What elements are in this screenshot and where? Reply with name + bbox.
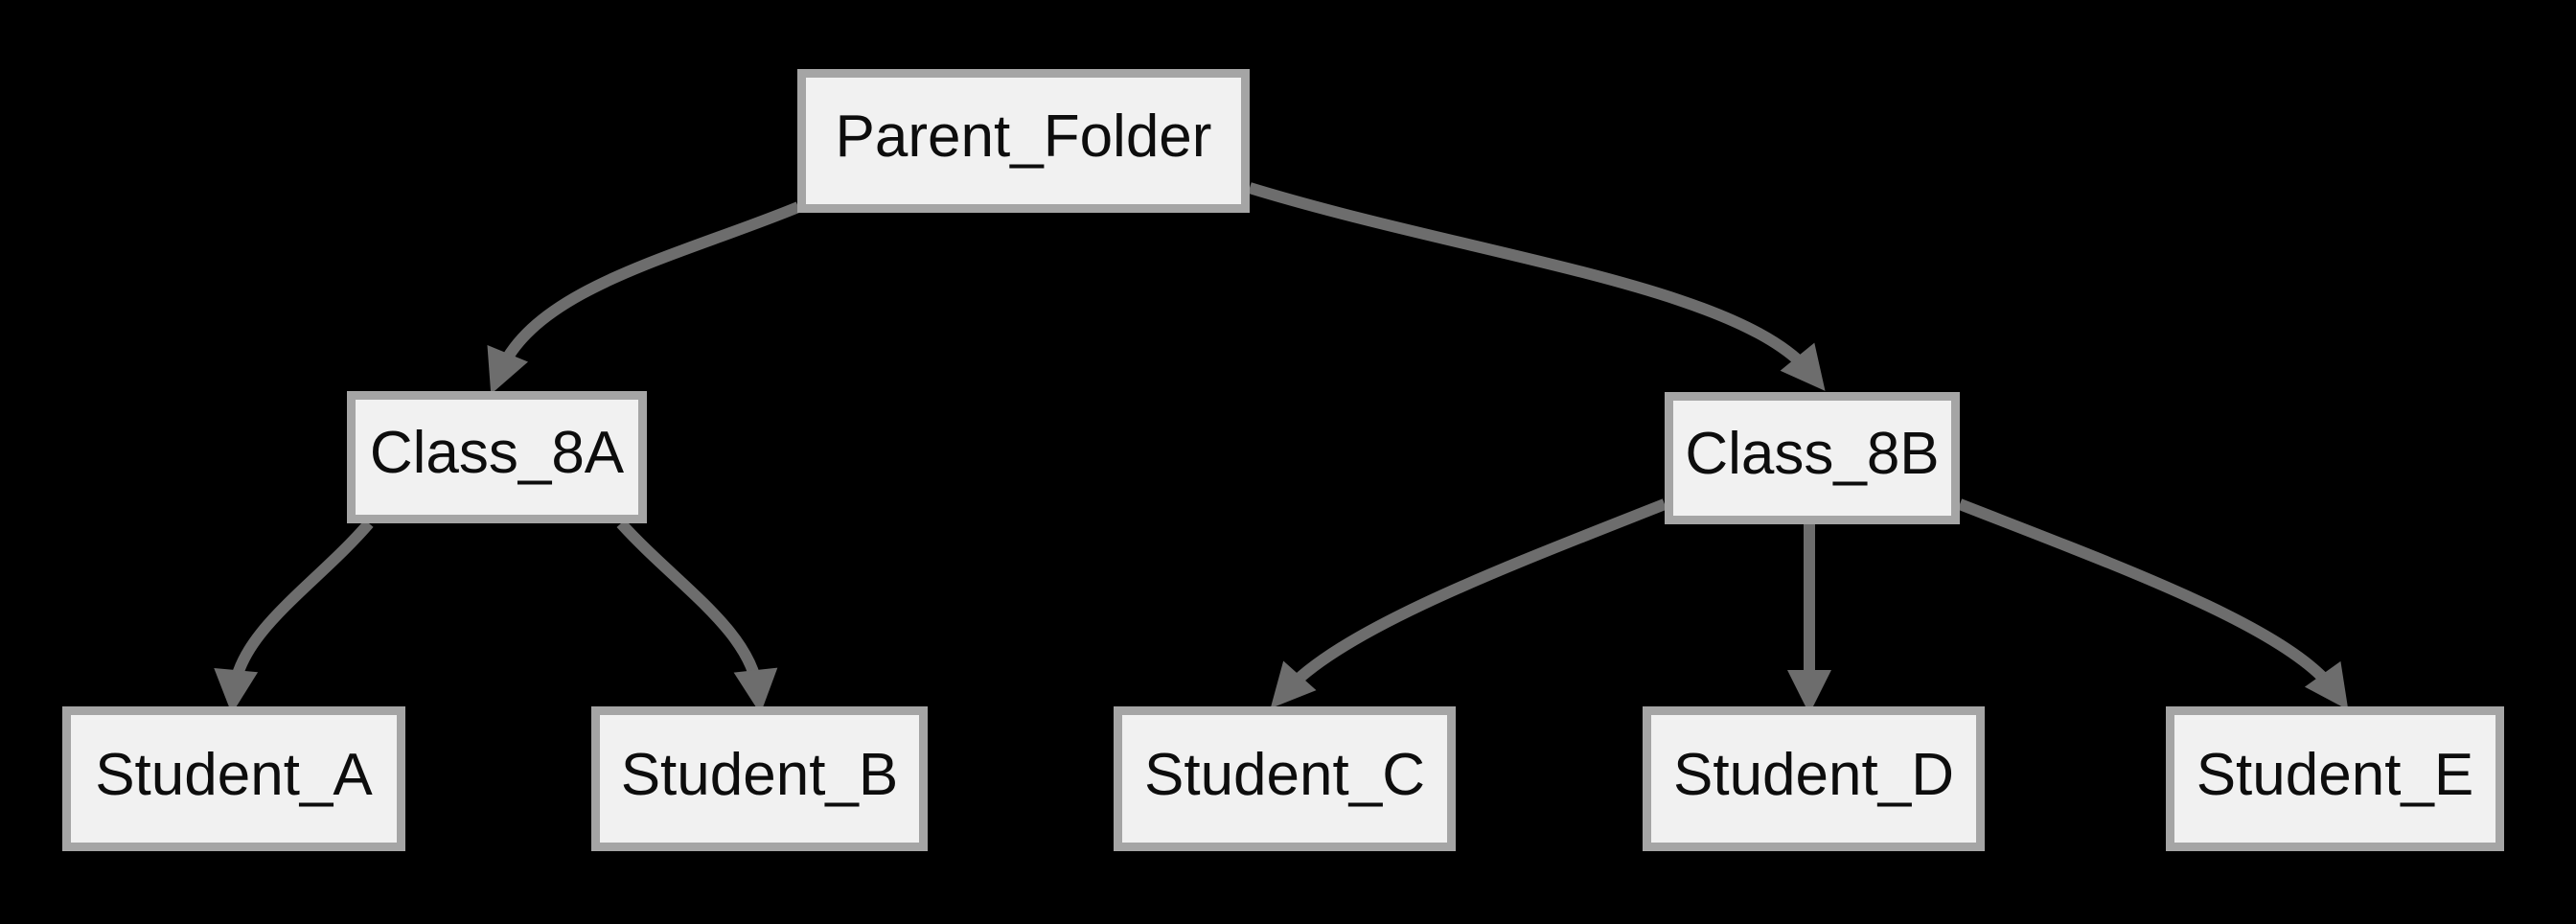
node-label: Student_B [620,741,899,808]
node-label: Student_E [2196,741,2474,808]
edge-class-8a-to-student-a [214,520,374,714]
node-student-c: Student_C [1114,706,1456,851]
node-student-b: Student_B [591,706,928,851]
node-class-8b: Class_8B [1665,392,1960,524]
node-label: Student_A [95,741,373,808]
node-label: Student_D [1673,741,1954,808]
node-label: Student_C [1144,741,1425,808]
edge-parent-folder-to-class-8b [1248,182,1826,391]
edge-class-8b-to-student-e [1957,498,2349,710]
node-parent-folder: Parent_Folder [797,69,1250,213]
node-class-8a: Class_8A [347,391,647,523]
node-student-d: Student_D [1643,706,1985,851]
node-label: Parent_Folder [835,104,1212,170]
node-student-a: Student_A [62,706,405,851]
node-student-e: Student_E [2166,706,2504,851]
edges-group [214,182,2349,714]
edge-parent-folder-to-class-8a [487,201,801,395]
edge-class-8a-to-student-b [616,519,778,714]
node-label: Class_8A [369,420,625,486]
node-label: Class_8B [1685,421,1940,487]
edge-class-8b-to-student-c [1270,498,1668,709]
